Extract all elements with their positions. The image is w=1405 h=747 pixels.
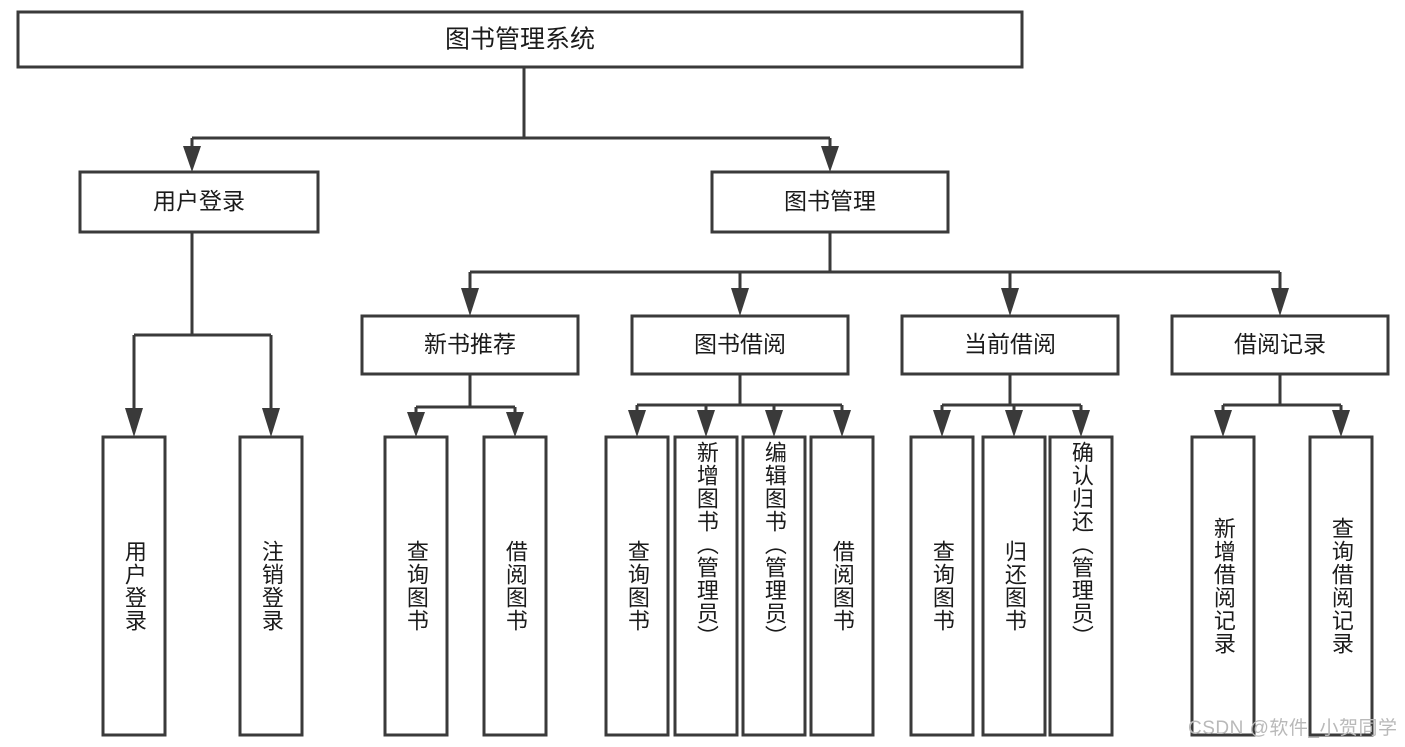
node-label-new-book-recommend: 新书推荐	[424, 331, 516, 357]
arrow-head-icon	[731, 288, 749, 316]
node-label-current-borrow: 当前借阅	[964, 331, 1056, 357]
arrow-head-icon	[407, 412, 425, 437]
node-box-leaf-query-book-2[interactable]	[604, 435, 670, 737]
node-box-leaf-user-login[interactable]	[101, 435, 167, 737]
arrow-head-icon	[262, 408, 280, 437]
arrow-head-icon	[1072, 410, 1090, 437]
arrow-head-icon	[1005, 410, 1023, 437]
arrow-head-icon	[1001, 288, 1019, 316]
node-borrow-records[interactable]: 借阅记录	[1170, 314, 1390, 376]
node-label-book-borrow: 图书借阅	[694, 331, 786, 357]
arrow-head-icon	[1271, 288, 1289, 316]
arrow-head-icon	[821, 146, 839, 172]
arrow-head-icon	[506, 412, 524, 437]
arrow-head-icon	[1214, 410, 1232, 437]
connector-root-to-level1	[183, 67, 839, 172]
node-box-leaf-query-book-3[interactable]	[909, 435, 975, 737]
arrow-head-icon	[183, 146, 201, 172]
node-box-leaf-query-borrow-record[interactable]	[1308, 435, 1374, 737]
arrow-head-icon	[697, 410, 715, 437]
node-box-book-management[interactable]	[710, 170, 950, 234]
node-box-leaf-add-book-admin[interactable]	[673, 435, 739, 737]
node-box-new-book-recommend[interactable]	[360, 314, 580, 376]
node-box-leaf-query-book-1[interactable]	[383, 435, 449, 737]
node-label-user-login: 用户登录	[153, 188, 245, 214]
node-box-leaf-edit-book-admin[interactable]	[741, 435, 807, 737]
connector-current-borrow-to-leaves	[933, 374, 1090, 437]
arrow-head-icon	[933, 410, 951, 437]
node-root-system[interactable]: 图书管理系统	[16, 10, 1024, 69]
node-box-book-borrow[interactable]	[630, 314, 850, 376]
node-box-current-borrow[interactable]	[900, 314, 1120, 376]
node-box-root[interactable]	[16, 10, 1024, 69]
arrow-head-icon	[833, 410, 851, 437]
node-box-leaf-logout-login[interactable]	[238, 435, 304, 737]
node-label-root: 图书管理系统	[445, 26, 595, 54]
node-box-leaf-confirm-return-admin[interactable]	[1048, 435, 1114, 737]
node-label-borrow-records: 借阅记录	[1234, 331, 1326, 357]
arrow-head-icon	[125, 408, 143, 437]
leaf-boxes-group	[101, 435, 1374, 737]
connector-book-mgmt-to-level2	[461, 232, 1289, 316]
node-box-borrow-records[interactable]	[1170, 314, 1390, 376]
connector-user-login-to-leaves	[125, 232, 280, 437]
connector-borrow-records-to-leaves	[1214, 374, 1350, 437]
node-current-borrow[interactable]: 当前借阅	[900, 314, 1120, 376]
node-box-user-login[interactable]	[78, 170, 320, 234]
node-box-leaf-borrow-book-1[interactable]	[482, 435, 548, 737]
connector-new-book-rec-to-leaves	[407, 374, 524, 437]
watermark-text: CSDN @软件_小贺同学	[1188, 718, 1398, 739]
node-new-book-recommend[interactable]: 新书推荐	[360, 314, 580, 376]
connector-book-borrow-to-leaves	[628, 374, 851, 437]
node-box-leaf-borrow-book-2[interactable]	[809, 435, 875, 737]
arrow-head-icon	[461, 288, 479, 316]
node-book-management[interactable]: 图书管理	[710, 170, 950, 234]
node-book-borrow[interactable]: 图书借阅	[630, 314, 850, 376]
node-label-book-management: 图书管理	[784, 188, 876, 214]
node-box-leaf-return-book[interactable]	[981, 435, 1047, 737]
node-user-login[interactable]: 用户登录	[78, 170, 320, 234]
arrow-head-icon	[765, 410, 783, 437]
node-box-leaf-add-borrow-record[interactable]	[1190, 435, 1256, 737]
arrow-head-icon	[628, 410, 646, 437]
arrow-head-icon	[1332, 410, 1350, 437]
